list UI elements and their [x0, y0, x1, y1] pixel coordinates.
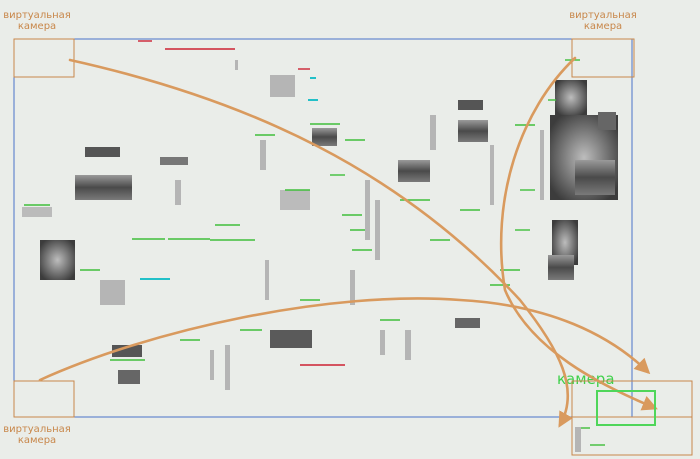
central-structures — [270, 100, 488, 348]
label-line: камера — [583, 21, 623, 32]
left-structures — [22, 147, 188, 384]
virtual-camera-bottom-left — [13, 380, 75, 418]
virtual-camera-bottom-right-b — [571, 416, 693, 456]
level-boundary — [13, 38, 633, 418]
walls — [100, 60, 581, 452]
camera-arrows — [38, 56, 658, 428]
virtual-camera-label-bottom-left: виртуальная камера — [2, 424, 72, 446]
hazards — [138, 40, 345, 366]
virtual-camera-label-top-right: виртуальная камера — [568, 10, 638, 32]
label-line: виртуальная — [3, 10, 71, 21]
label-line: виртуальная — [569, 10, 637, 21]
virtual-camera-frames — [13, 38, 693, 456]
virtual-camera-top-left — [13, 38, 75, 78]
virtual-camera-top-right — [571, 38, 635, 78]
water — [140, 77, 318, 280]
camera-frame — [596, 390, 656, 426]
castle-structures — [548, 80, 618, 280]
platforms — [24, 59, 605, 446]
label-line: камера — [17, 435, 57, 446]
label-line: виртуальная — [3, 424, 71, 435]
label-line: камера — [17, 21, 57, 32]
virtual-camera-label-top-left: виртуальная камера — [2, 10, 72, 32]
